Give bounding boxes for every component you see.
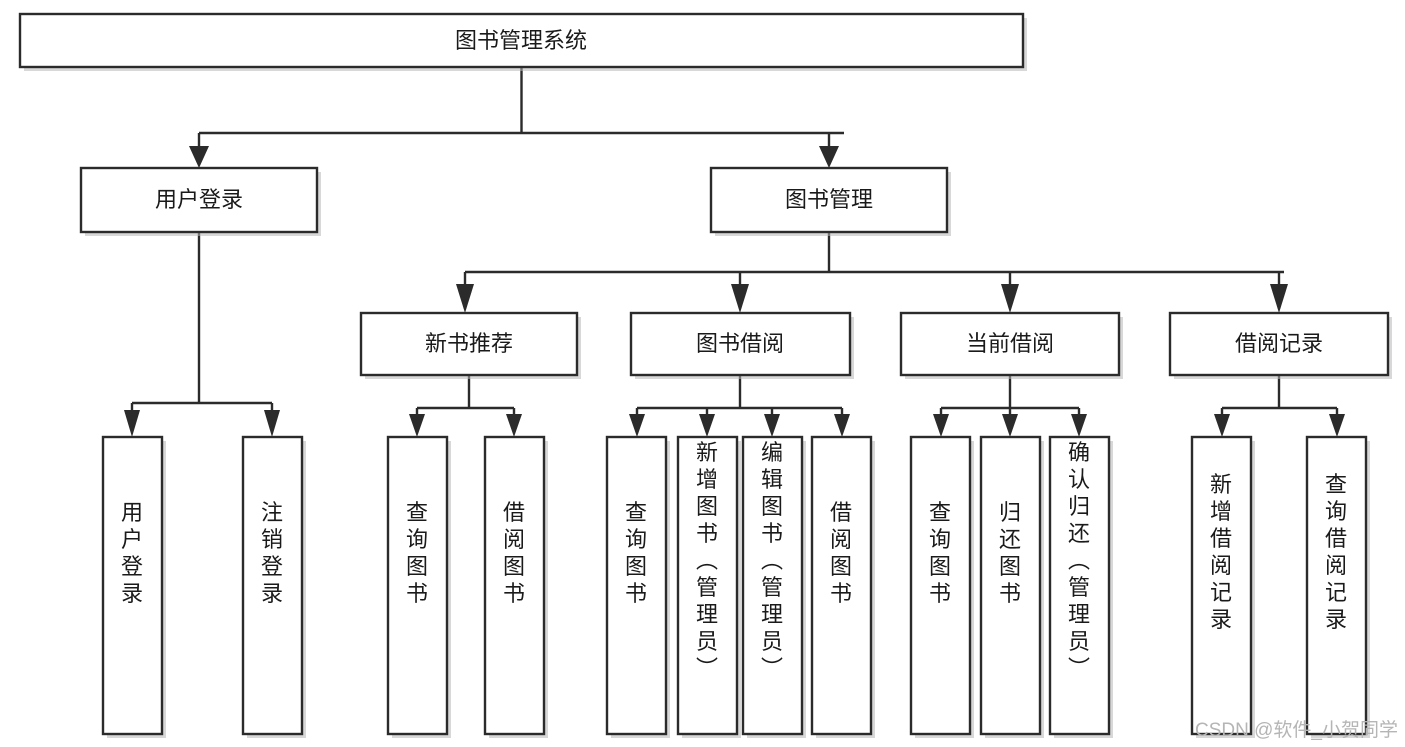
leaf-borrow-take-book[interactable]: 借阅图书 bbox=[810, 435, 875, 738]
leaf-current-query-book[interactable]: 查询图书 bbox=[909, 435, 974, 738]
borrow-record-label: 借阅记录 bbox=[1235, 331, 1323, 356]
book-borrow-box[interactable] bbox=[629, 311, 852, 377]
current-borrow-label: 当前借阅 bbox=[966, 331, 1054, 356]
arrow-to-leaf-record-query bbox=[1329, 414, 1345, 437]
leaf-logout-box[interactable] bbox=[241, 435, 304, 736]
arrow-to-leaf-logout bbox=[264, 410, 280, 437]
arrow-to-leaf-recommend-borrow bbox=[506, 414, 522, 437]
arrow-to-leaf-borrow-query bbox=[629, 414, 645, 437]
leaf-record-query[interactable]: 查询借阅记录 bbox=[1305, 435, 1370, 738]
leaf-borrow-add-book[interactable]: 新增图书︵管理员︶ bbox=[676, 435, 741, 738]
leaf-current-confirm-box[interactable] bbox=[1048, 435, 1111, 736]
arrow-to-leaf-borrow-edit bbox=[764, 414, 780, 437]
leaf-record-query-label: 查询借阅记录 bbox=[1325, 472, 1347, 632]
leaf-record-add[interactable]: 新增借阅记录 bbox=[1190, 435, 1255, 738]
borrow-record-box[interactable] bbox=[1168, 311, 1390, 377]
leaf-record-add-label: 新增借阅记录 bbox=[1210, 472, 1232, 632]
node-new-book-recommend[interactable]: 新书推荐 bbox=[359, 311, 581, 379]
book-management-label: 图书管理 bbox=[785, 187, 873, 212]
node-book-management[interactable]: 图书管理 bbox=[709, 166, 951, 236]
arrow-to-book-management bbox=[819, 146, 839, 168]
leaf-borrow-edit-box[interactable] bbox=[741, 435, 804, 736]
leaf-recommend-query-label: 查询图书 bbox=[406, 500, 428, 606]
leaf-recommend-borrow-box[interactable] bbox=[483, 435, 546, 736]
current-borrow-box[interactable] bbox=[899, 311, 1121, 377]
leaf-recommend-borrow-book[interactable]: 借阅图书 bbox=[483, 435, 548, 738]
node-borrow-record[interactable]: 借阅记录 bbox=[1168, 311, 1392, 379]
leaf-current-query-label: 查询图书 bbox=[929, 500, 951, 606]
arrow-to-borrow-record bbox=[1270, 284, 1288, 313]
arrow-to-leaf-record-add bbox=[1214, 414, 1230, 437]
root-box[interactable] bbox=[18, 12, 1025, 69]
arrow-to-leaf-current-confirm bbox=[1071, 414, 1087, 437]
leaf-user-login-box[interactable] bbox=[101, 435, 164, 736]
new-book-recommend-box[interactable] bbox=[359, 311, 579, 377]
leaf-borrow-add-box[interactable] bbox=[676, 435, 739, 736]
leaf-borrow-query-label: 查询图书 bbox=[625, 500, 647, 606]
leaf-recommend-query-box[interactable] bbox=[386, 435, 449, 736]
csdn-watermark: CSDN @软件_小贺同学 bbox=[1195, 719, 1398, 741]
book-management-box[interactable] bbox=[709, 166, 949, 234]
leaf-current-return-label: 归还图书 bbox=[999, 500, 1021, 606]
connector-layer bbox=[124, 67, 1345, 437]
arrow-to-leaf-borrow-add bbox=[699, 414, 715, 437]
node-root-system[interactable]: 图书管理系统 bbox=[18, 12, 1027, 71]
arrow-to-leaf-current-query bbox=[933, 414, 949, 437]
leaf-current-confirm-return[interactable]: 确认归还︵管理员︶ bbox=[1048, 435, 1113, 738]
node-book-borrow[interactable]: 图书借阅 bbox=[629, 311, 854, 379]
arrow-to-current-borrow bbox=[1001, 284, 1019, 313]
leaf-recommend-query-book[interactable]: 查询图书 bbox=[386, 435, 451, 738]
arrow-to-leaf-borrow-take bbox=[834, 414, 850, 437]
leaf-record-add-box[interactable] bbox=[1190, 435, 1253, 736]
leaf-recommend-borrow-label: 借阅图书 bbox=[503, 500, 525, 606]
leaf-borrow-add-label: 新增图书︵管理员︶ bbox=[696, 440, 718, 681]
arrow-to-leaf-user-login bbox=[124, 410, 140, 437]
leaf-user-login-label: 用户登录 bbox=[121, 500, 143, 606]
new-book-recommend-label: 新书推荐 bbox=[425, 331, 513, 356]
leaf-record-query-box[interactable] bbox=[1305, 435, 1368, 736]
leaf-current-confirm-label: 确认归还︵管理员︶ bbox=[1068, 440, 1090, 681]
leaf-current-return-book[interactable]: 归还图书 bbox=[979, 435, 1044, 738]
leaf-borrow-query-box[interactable] bbox=[605, 435, 668, 736]
node-current-borrow[interactable]: 当前借阅 bbox=[899, 311, 1123, 379]
leaf-borrow-take-box[interactable] bbox=[810, 435, 873, 736]
leaf-borrow-edit-book[interactable]: 编辑图书︵管理员︶ bbox=[741, 435, 806, 738]
user-login-label: 用户登录 bbox=[155, 187, 243, 212]
arrow-to-leaf-recommend-query bbox=[409, 414, 425, 437]
leaf-borrow-edit-label: 编辑图书︵管理员︶ bbox=[761, 440, 783, 681]
leaf-current-return-box[interactable] bbox=[979, 435, 1042, 736]
leaf-borrow-query-book[interactable]: 查询图书 bbox=[605, 435, 670, 738]
user-login-box[interactable] bbox=[79, 166, 319, 234]
leaf-current-query-box[interactable] bbox=[909, 435, 972, 736]
arrow-to-new-book-recommend bbox=[456, 284, 474, 313]
arrow-to-user-login bbox=[189, 146, 209, 168]
leaf-logout[interactable]: 注销登录 bbox=[241, 435, 306, 738]
leaf-logout-label: 注销登录 bbox=[261, 500, 283, 606]
book-borrow-label: 图书借阅 bbox=[696, 331, 784, 356]
leaf-borrow-take-label: 借阅图书 bbox=[830, 500, 852, 606]
arrow-to-leaf-current-return bbox=[1002, 414, 1018, 437]
root-label: 图书管理系统 bbox=[455, 28, 587, 53]
node-user-login[interactable]: 用户登录 bbox=[79, 166, 321, 236]
leaf-user-login[interactable]: 用户登录 bbox=[101, 435, 166, 738]
arrow-to-book-borrow bbox=[731, 284, 749, 313]
